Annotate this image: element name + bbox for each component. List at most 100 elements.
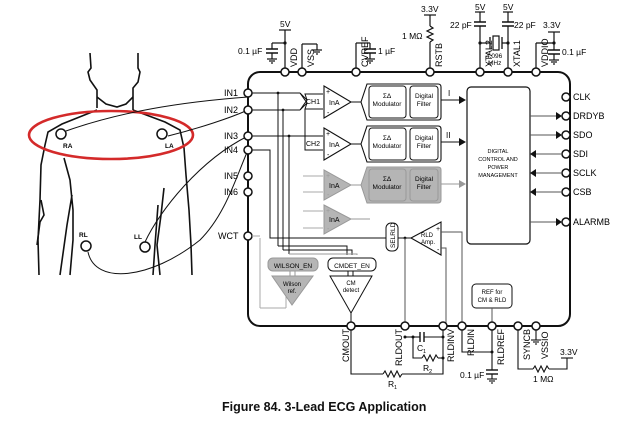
pin-csb-label: CSB [573, 187, 592, 197]
pin-sdo-label: SDO [573, 130, 593, 140]
mux-ch2-label: CH2 [306, 141, 320, 148]
internal-bus [252, 91, 405, 309]
cm-detect-block [329, 275, 373, 315]
pin-in1 [243, 88, 253, 98]
pin-vssio [531, 321, 541, 331]
electrode-ll-label: LL [134, 234, 142, 241]
digital-block-line3: POWER [488, 165, 509, 171]
svg-text:Wilson: Wilson [283, 282, 301, 288]
electrode-rl-label: RL [79, 232, 88, 239]
pin-vss-label: VSS [306, 49, 316, 67]
pin-vss [297, 67, 307, 77]
shoulder-highlight-ellipse [27, 109, 195, 161]
r2-sub: 2 [429, 369, 432, 375]
svg-text:+: + [326, 208, 330, 215]
svg-text:REF for: REF for [482, 290, 503, 296]
pin-alarmb [561, 217, 571, 227]
svg-text:-: - [327, 192, 330, 199]
svg-text:Digital: Digital [415, 176, 434, 183]
pin-cmout [346, 321, 356, 331]
ina-3 [323, 169, 353, 201]
svg-text:Filter: Filter [417, 143, 432, 150]
ina-2 [323, 127, 353, 161]
crystal-unit-label: MHz [488, 60, 501, 67]
pin-alarmb-label: ALARMB [573, 217, 610, 227]
pin-csb [561, 187, 571, 197]
c1-sub: 1 [423, 349, 426, 355]
pin-cmout-label: CMOUT [341, 329, 351, 362]
xtal1-supply-label: 5V [503, 2, 514, 12]
crystal-icon [492, 35, 500, 51]
svg-text:Digital: Digital [415, 93, 434, 100]
figure-caption: Figure 84. 3-Lead ECG Application [222, 400, 426, 414]
svg-text:Filter: Filter [417, 101, 432, 108]
rld-network [350, 330, 573, 384]
right-pins: CLK DRDYB SDO SDI SCLK CSB ALARMB [561, 92, 610, 227]
svg-text:+: + [326, 173, 330, 180]
pin-syncb [513, 321, 523, 331]
body-outline [36, 52, 193, 276]
xtal2-supply-label: 5V [475, 2, 486, 12]
pin-sclk [561, 168, 571, 178]
vdd-cap-label: 0.1 µF [238, 46, 262, 56]
pin-xtal1-label: XTAL1 [512, 40, 522, 67]
pin-rstb [425, 67, 435, 77]
svg-text:-: - [327, 226, 330, 233]
svg-text:Digital: Digital [415, 135, 434, 142]
digital-block-line2: CONTROL AND [478, 157, 518, 163]
electrode-rl [80, 240, 92, 252]
electrode-la-label: LA [165, 143, 174, 150]
pin-in2-label: IN2 [224, 105, 238, 115]
pin-rldref [487, 321, 497, 331]
svg-text:Filter: Filter [417, 184, 432, 191]
rstb-res-label: 1 MΩ [402, 31, 423, 41]
channel-3-disabled: + - InA ΣΔ Modulator Digital Filter [303, 166, 466, 204]
ina-4-disabled: + - InA [303, 204, 370, 235]
pin-rldout-label: RLDOUT [394, 328, 404, 366]
pin-rldinv-label: RLDINV [446, 329, 456, 362]
xtal2-cap-label: 22 pF [450, 20, 472, 30]
ina-2-label: InA [329, 142, 340, 149]
pin-rldinv [438, 321, 448, 331]
c1-label: C [417, 343, 423, 353]
rld-amplifier [409, 221, 442, 256]
pin-sclk-label: SCLK [573, 168, 597, 178]
rldref-cap-label: 0.1 µF [460, 370, 484, 380]
pin-vdd-label: VDD [289, 47, 299, 67]
pin-in3 [243, 131, 253, 141]
pin-rldin-label: RLDIN [466, 329, 476, 356]
electrode-ll [139, 241, 151, 253]
pin-in4-label: IN4 [224, 145, 238, 155]
pin-wct-label: WCT [218, 231, 239, 241]
vddio-cap-label: 0.1 µF [562, 47, 586, 57]
wilson-en-block [267, 257, 319, 272]
pin-sdi [561, 149, 571, 159]
svg-text:ΣΔ: ΣΔ [383, 176, 392, 183]
rstb-supply-label: 3.3V [421, 4, 439, 14]
syncb-res-label: 1 MΩ [533, 374, 554, 384]
cmdet-en-block [327, 257, 377, 272]
svg-text:Modulator: Modulator [373, 143, 403, 150]
pin-rldin [457, 321, 467, 331]
svg-text:ref.: ref. [288, 289, 297, 295]
svg-text:+: + [326, 131, 330, 138]
digital-block-line4: MANAGEMENT [478, 173, 518, 179]
r1-label: R [388, 379, 394, 389]
svg-text:-: - [327, 110, 330, 117]
xtal1-cap-label: 22 pF [514, 20, 536, 30]
pin-in6-label: IN6 [224, 187, 238, 197]
pin-rldout [400, 321, 410, 331]
pin-drdyb-label: DRDYB [573, 111, 605, 121]
pin-drdyb [561, 111, 571, 121]
pin-xtal2 [475, 67, 485, 77]
pin-in5-label: IN5 [224, 171, 238, 181]
svg-text:ΣΔ: ΣΔ [383, 93, 392, 100]
electrode-ra-label: RA [63, 143, 73, 150]
pin-in2 [243, 105, 253, 115]
svg-text:Amp.: Amp. [421, 240, 435, 246]
pin-clk-label: CLK [573, 92, 591, 102]
pin-syncb-label: SYNCB [522, 329, 532, 360]
svg-text:+: + [436, 226, 440, 233]
top-pins: 5V 0.1 µF VDD VSS 1 µF CVREF [238, 2, 586, 77]
